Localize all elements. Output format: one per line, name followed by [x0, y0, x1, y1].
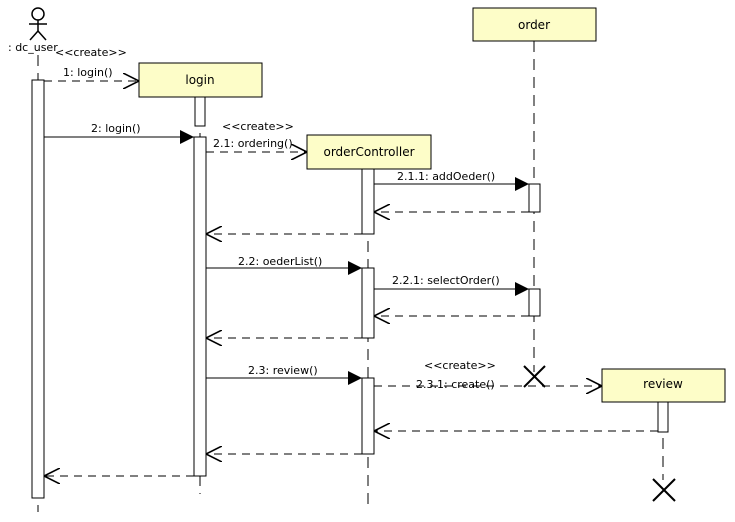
object-order-label: order — [518, 18, 550, 32]
activation-order-controller-3 — [361, 377, 375, 455]
message-2-1-1-label: 2.1.1: addOeder() — [397, 170, 495, 183]
object-login-label: login — [185, 73, 214, 87]
message-2-3-1-label: 2.3.1: create() — [416, 378, 495, 391]
stereotype-create-login: <<create>> — [55, 46, 127, 59]
actor-dc-user[interactable]: : dc_user — [8, 7, 58, 54]
activation-order-1 — [528, 183, 541, 213]
destroy-review-icon — [652, 478, 676, 502]
message-2-2-oeder-list[interactable]: 2.2: oederList() — [206, 255, 362, 275]
message-2-login[interactable]: 2: login() — [44, 122, 194, 144]
activation-login-create — [194, 96, 206, 127]
message-2-3-review[interactable]: 2.3: review() — [206, 364, 362, 385]
message-1-label: 1: login() — [63, 66, 113, 79]
activation-order-controller-1 — [361, 168, 375, 235]
message-2-2-1-label: 2.2.1: selectOrder() — [392, 274, 500, 287]
message-2-1-1-add-oeder[interactable]: 2.1.1: addOeder() — [374, 170, 529, 191]
stereotype-create-controller: <<create>> — [222, 120, 294, 133]
activation-dc-user — [31, 79, 45, 499]
message-2-1-label: 2.1: ordering() — [213, 137, 293, 150]
object-order-controller-label: orderController — [323, 145, 414, 159]
actor-label: : dc_user — [8, 41, 58, 54]
object-login[interactable]: login — [138, 62, 263, 98]
activation-login — [193, 136, 207, 477]
message-2-1-ordering[interactable]: <<create>> 2.1: ordering() — [206, 120, 307, 152]
actor-icon — [29, 7, 47, 41]
activation-order-2 — [528, 288, 541, 317]
message-2-2-1-select-order[interactable]: 2.2.1: selectOrder() — [374, 274, 529, 296]
object-order-controller[interactable]: orderController — [306, 134, 432, 170]
stereotype-create-review: <<create>> — [424, 359, 496, 372]
message-2-2-label: 2.2: oederList() — [238, 255, 322, 268]
message-1-login[interactable]: <<create>> 1: login() — [44, 46, 139, 81]
message-2-3-label: 2.3: review() — [248, 364, 318, 377]
object-review-label: review — [643, 377, 683, 391]
message-2-3-1-create[interactable]: <<create>> 2.3.1: create() — [374, 359, 602, 391]
object-order[interactable]: order — [472, 7, 597, 42]
destroy-order-icon — [523, 365, 546, 388]
object-review[interactable]: review — [601, 368, 726, 403]
message-2-label: 2: login() — [91, 122, 141, 135]
activation-order-controller-2 — [361, 267, 375, 339]
activation-review — [657, 401, 669, 433]
